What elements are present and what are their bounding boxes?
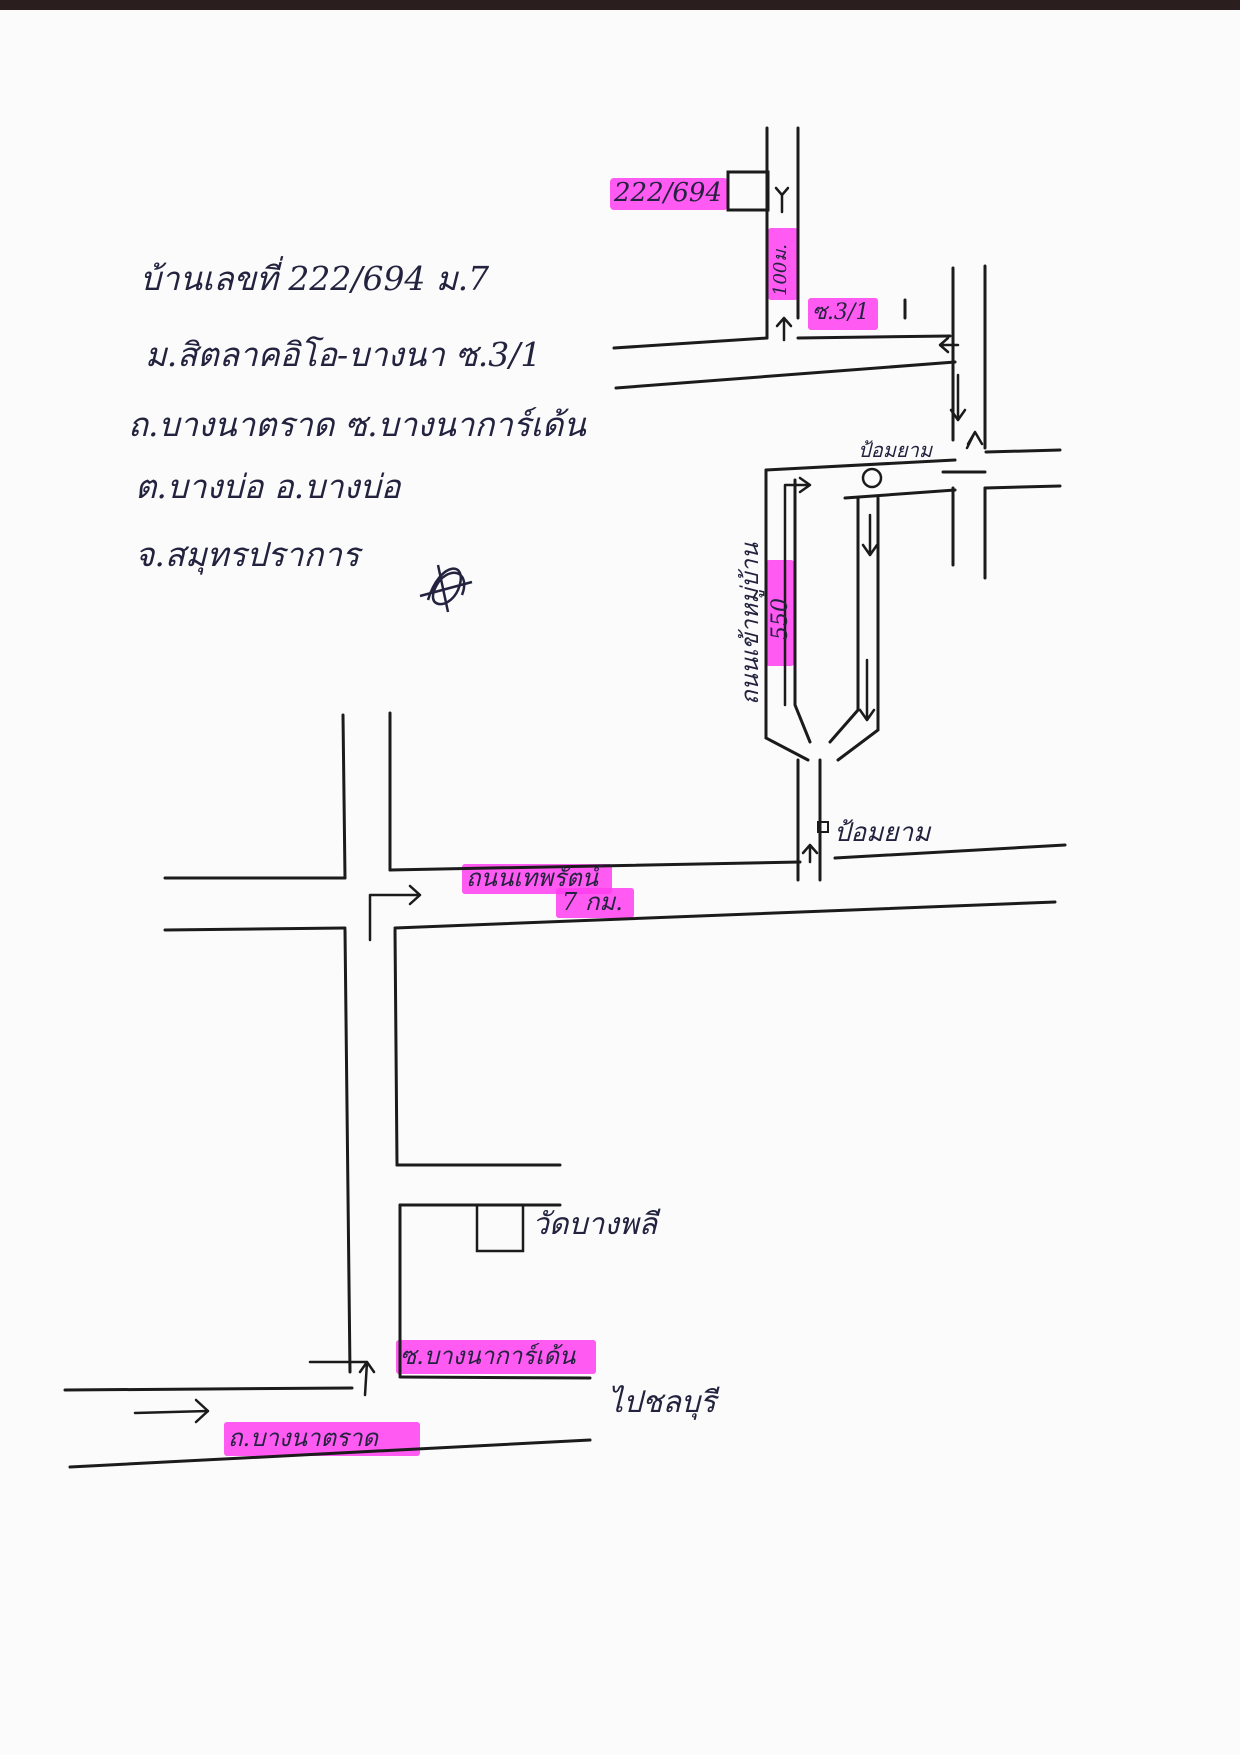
arrow-into-gate: [801, 843, 819, 864]
main-road-bottom-left: [163, 926, 347, 932]
highway-bottom: [68, 1438, 592, 1469]
main-road-bottom-right: [393, 900, 1057, 930]
label-distance-village: 550: [768, 598, 793, 640]
highlight-soi-garden: [396, 1340, 596, 1374]
soi-top-right: [796, 334, 952, 340]
arrow-soi-down: [949, 373, 967, 422]
arrow-turn-up: [308, 1360, 376, 1397]
soi-top-left: [612, 336, 769, 350]
address-line-4: ต.บางบ่อ อ.บางบ่อ: [135, 467, 401, 506]
highlight-highway: [224, 1422, 420, 1456]
address-line-3: ถ.บางนาตราด ซ.บางนาการ์เด้น: [128, 405, 586, 444]
label-distance-main: 7 กม.: [562, 888, 623, 916]
label-village-road: ถนนเข้าหมู่บ้าน: [736, 542, 764, 705]
arrow-lane-up: [775, 316, 793, 342]
village-top-edge: [764, 458, 957, 472]
address-line-2: ม.สิตลาคอิโอ-บางนา ซ.3/1: [145, 335, 542, 374]
checkpoint-marker: [817, 821, 829, 833]
label-soi-garden: ซ.บางนาการ์เด้น: [400, 1342, 576, 1370]
label-checkpoint: ป้อมยาม: [834, 818, 931, 848]
village-outer-right: [836, 496, 880, 762]
highlight-road-main: [462, 864, 612, 894]
vert-top-left: [341, 713, 347, 880]
highlight-distance-village: [766, 560, 794, 666]
label-distance-house: 100ม.: [770, 244, 791, 296]
arrow-village-up: [783, 476, 812, 707]
label-temple: วัดบางพลี: [532, 1207, 658, 1242]
village-inner-right: [828, 496, 860, 744]
village-outer-left: [764, 468, 810, 762]
label-highway: ถ.บางนาตราด: [228, 1424, 379, 1452]
label-to-chonburi: ไปชลบุรี: [608, 1385, 717, 1420]
vert-right-upper: [393, 928, 399, 1167]
vert-left: [343, 928, 352, 1374]
main-road-top-mid: [388, 860, 802, 872]
highlight-distance-main: [556, 888, 634, 918]
soi-bottom: [614, 360, 957, 390]
arrow-turn-right: [368, 884, 422, 942]
cross-top-right: [984, 448, 1062, 454]
address-line-1: บ้านเลขที่ 222/694 ม.7: [140, 259, 490, 298]
label-soi: ซ.3/1: [812, 300, 870, 325]
highlight-distance-house: [768, 228, 798, 300]
address-line-5: จ.สมุทรปราการ: [135, 535, 360, 574]
house-marker: [726, 170, 770, 212]
arrow-village-down-2: [858, 658, 876, 722]
scan-top-edge: [0, 0, 1240, 10]
highlight-house-number: [610, 178, 728, 210]
arrow-highway: [133, 1398, 210, 1424]
signature: [419, 564, 473, 613]
arrow-house: [774, 186, 790, 214]
highway-top-left: [63, 1386, 354, 1392]
main-road-top-right: [833, 843, 1067, 860]
guard-post-marker: [861, 467, 883, 489]
arrow-soi-left: [938, 336, 960, 354]
village-inner-top: [843, 488, 957, 500]
label-house-number: 222/694: [614, 178, 723, 208]
label-road-main: ถนนเทพรัตน์: [466, 864, 599, 892]
highway-top-right: [398, 1375, 592, 1380]
arrow-cross-up: [965, 430, 984, 450]
temple-marker: [475, 1203, 525, 1253]
label-guard-post: ป้อมยาม: [858, 438, 933, 462]
arrow-village-down: [861, 513, 879, 557]
highlight-soi: [808, 298, 878, 330]
cross-bottom-right: [983, 484, 1062, 490]
village-inner-left: [793, 478, 812, 744]
